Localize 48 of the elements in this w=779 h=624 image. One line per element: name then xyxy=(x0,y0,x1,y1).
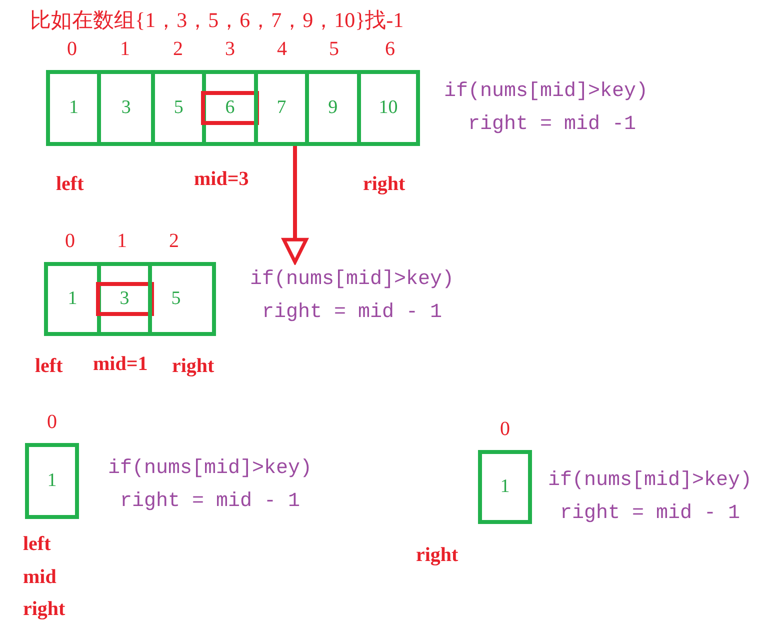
array-value: 7 xyxy=(276,97,286,119)
code-line: if(nums[mid]>key) xyxy=(108,457,312,480)
code-line: right = mid -1 xyxy=(468,113,636,136)
array-box xyxy=(46,70,420,146)
array-value: 10 xyxy=(378,97,398,119)
array-value: 1 xyxy=(500,476,510,498)
code-line: right = mid - 1 xyxy=(120,490,300,513)
index-label: 6 xyxy=(385,38,395,61)
array-cell xyxy=(478,450,532,524)
pointer-label: right xyxy=(23,598,66,621)
index-label: 0 xyxy=(47,411,57,434)
index-label: 2 xyxy=(169,230,179,253)
title: 比如在数组{1，3，5，6，7，9，10}找-1 xyxy=(30,7,404,34)
index-label: 1 xyxy=(117,230,127,253)
array-value: 9 xyxy=(328,97,338,119)
index-label: 3 xyxy=(225,38,235,61)
code-line: if(nums[mid]>key) xyxy=(250,268,454,291)
array-value: 5 xyxy=(171,288,181,310)
index-label: 2 xyxy=(173,38,183,61)
pointer-label: right xyxy=(172,355,214,378)
array-value: 1 xyxy=(47,470,57,492)
code-line: right = mid - 1 xyxy=(560,502,740,525)
index-label: 5 xyxy=(329,38,339,61)
array-value: 3 xyxy=(121,97,131,119)
pointer-label: mid=1 xyxy=(93,353,148,376)
array-value: 1 xyxy=(68,288,78,310)
down-arrow xyxy=(282,146,308,264)
pointer-label: right xyxy=(363,173,406,196)
pointer-label: left xyxy=(35,355,63,378)
pointer-label: right xyxy=(416,544,458,567)
array-value: 3 xyxy=(120,288,130,310)
index-label: 1 xyxy=(120,38,130,61)
pointer-label: left xyxy=(56,173,84,196)
array-value: 1 xyxy=(68,97,78,119)
index-label: 0 xyxy=(500,418,510,441)
array-value: 6 xyxy=(225,97,235,119)
code-line: if(nums[mid]>key) xyxy=(444,80,648,103)
array-cell xyxy=(25,443,79,519)
index-label: 4 xyxy=(277,38,287,61)
index-label: 0 xyxy=(67,38,77,61)
code-line: right = mid - 1 xyxy=(262,301,442,324)
pointer-label: left xyxy=(23,533,51,556)
index-label: 0 xyxy=(65,230,75,253)
array-box xyxy=(44,262,216,336)
array-value: 5 xyxy=(174,97,184,119)
pointer-label: mid xyxy=(23,566,56,589)
code-line: if(nums[mid]>key) xyxy=(548,469,752,492)
pointer-label: mid=3 xyxy=(194,168,249,191)
